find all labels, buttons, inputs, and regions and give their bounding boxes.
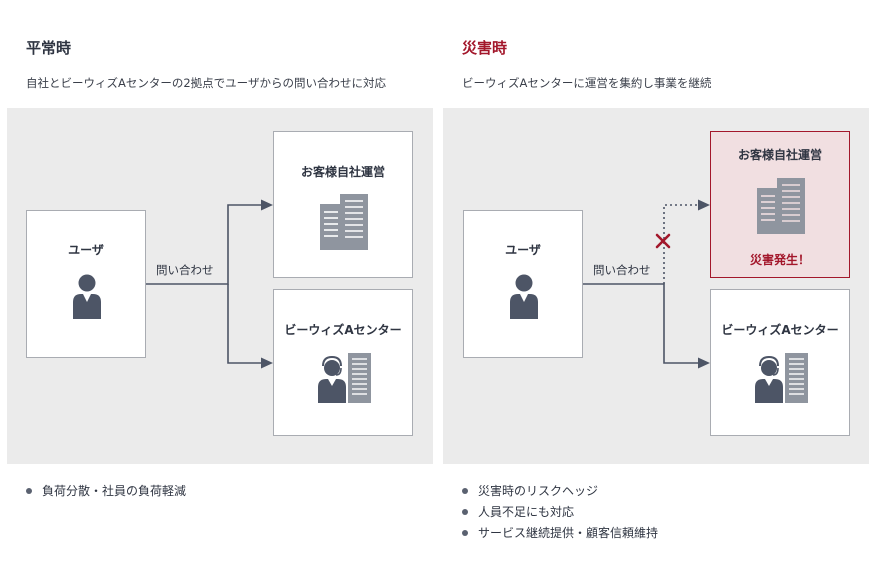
normal-user-box: ユーザ xyxy=(26,210,146,358)
list-item: 負荷分散・社員の負荷軽減 xyxy=(26,481,186,502)
building-icon xyxy=(320,194,368,250)
disaster-flow-label: 問い合わせ xyxy=(593,263,651,277)
disaster-description: ビーウィズAセンターに運営を集約し事業を継続 xyxy=(462,76,712,90)
normal-title: 平常時 xyxy=(26,39,72,57)
list-item: 人員不足にも対応 xyxy=(462,502,658,523)
normal-flow-label: 問い合わせ xyxy=(156,263,214,277)
disaster-alert-label: 災害発生！ xyxy=(749,253,810,267)
normal-description: 自社とビーウィズAセンターの2拠点でユーザからの問い合わせに対応 xyxy=(26,76,386,90)
building-icon xyxy=(757,178,805,234)
user-icon xyxy=(510,274,538,319)
list-item: 災害時のリスクヘッジ xyxy=(462,481,658,502)
disaster-title: 災害時 xyxy=(462,39,508,57)
disaster-own-label: お客様自社運営 xyxy=(737,148,822,162)
disaster-center-box: ビーウィズAセンター xyxy=(710,289,850,436)
list-item: サービス継続提供・顧客信頼維持 xyxy=(462,523,658,544)
normal-center-box: ビーウィズAセンター xyxy=(273,289,413,436)
normal-benefits: 負荷分散・社員の負荷軽減 xyxy=(26,481,186,502)
disaster-own-box: お客様自社運営 災害発生！ xyxy=(710,131,850,278)
user-icon xyxy=(73,274,101,319)
normal-own-label: お客様自社運営 xyxy=(300,165,385,179)
disaster-user-label: ユーザ xyxy=(505,243,541,257)
disaster-benefits: 災害時のリスクヘッジ 人員不足にも対応 サービス継続提供・顧客信頼維持 xyxy=(462,481,658,544)
disaster-user-box: ユーザ xyxy=(463,210,583,358)
normal-center-label: ビーウィズAセンター xyxy=(284,323,402,337)
operator-icon xyxy=(755,353,808,403)
normal-own-box: お客様自社運営 xyxy=(273,131,413,278)
operator-icon xyxy=(318,353,371,403)
disaster-center-label: ビーウィズAセンター xyxy=(721,323,839,337)
normal-user-label: ユーザ xyxy=(68,243,104,257)
